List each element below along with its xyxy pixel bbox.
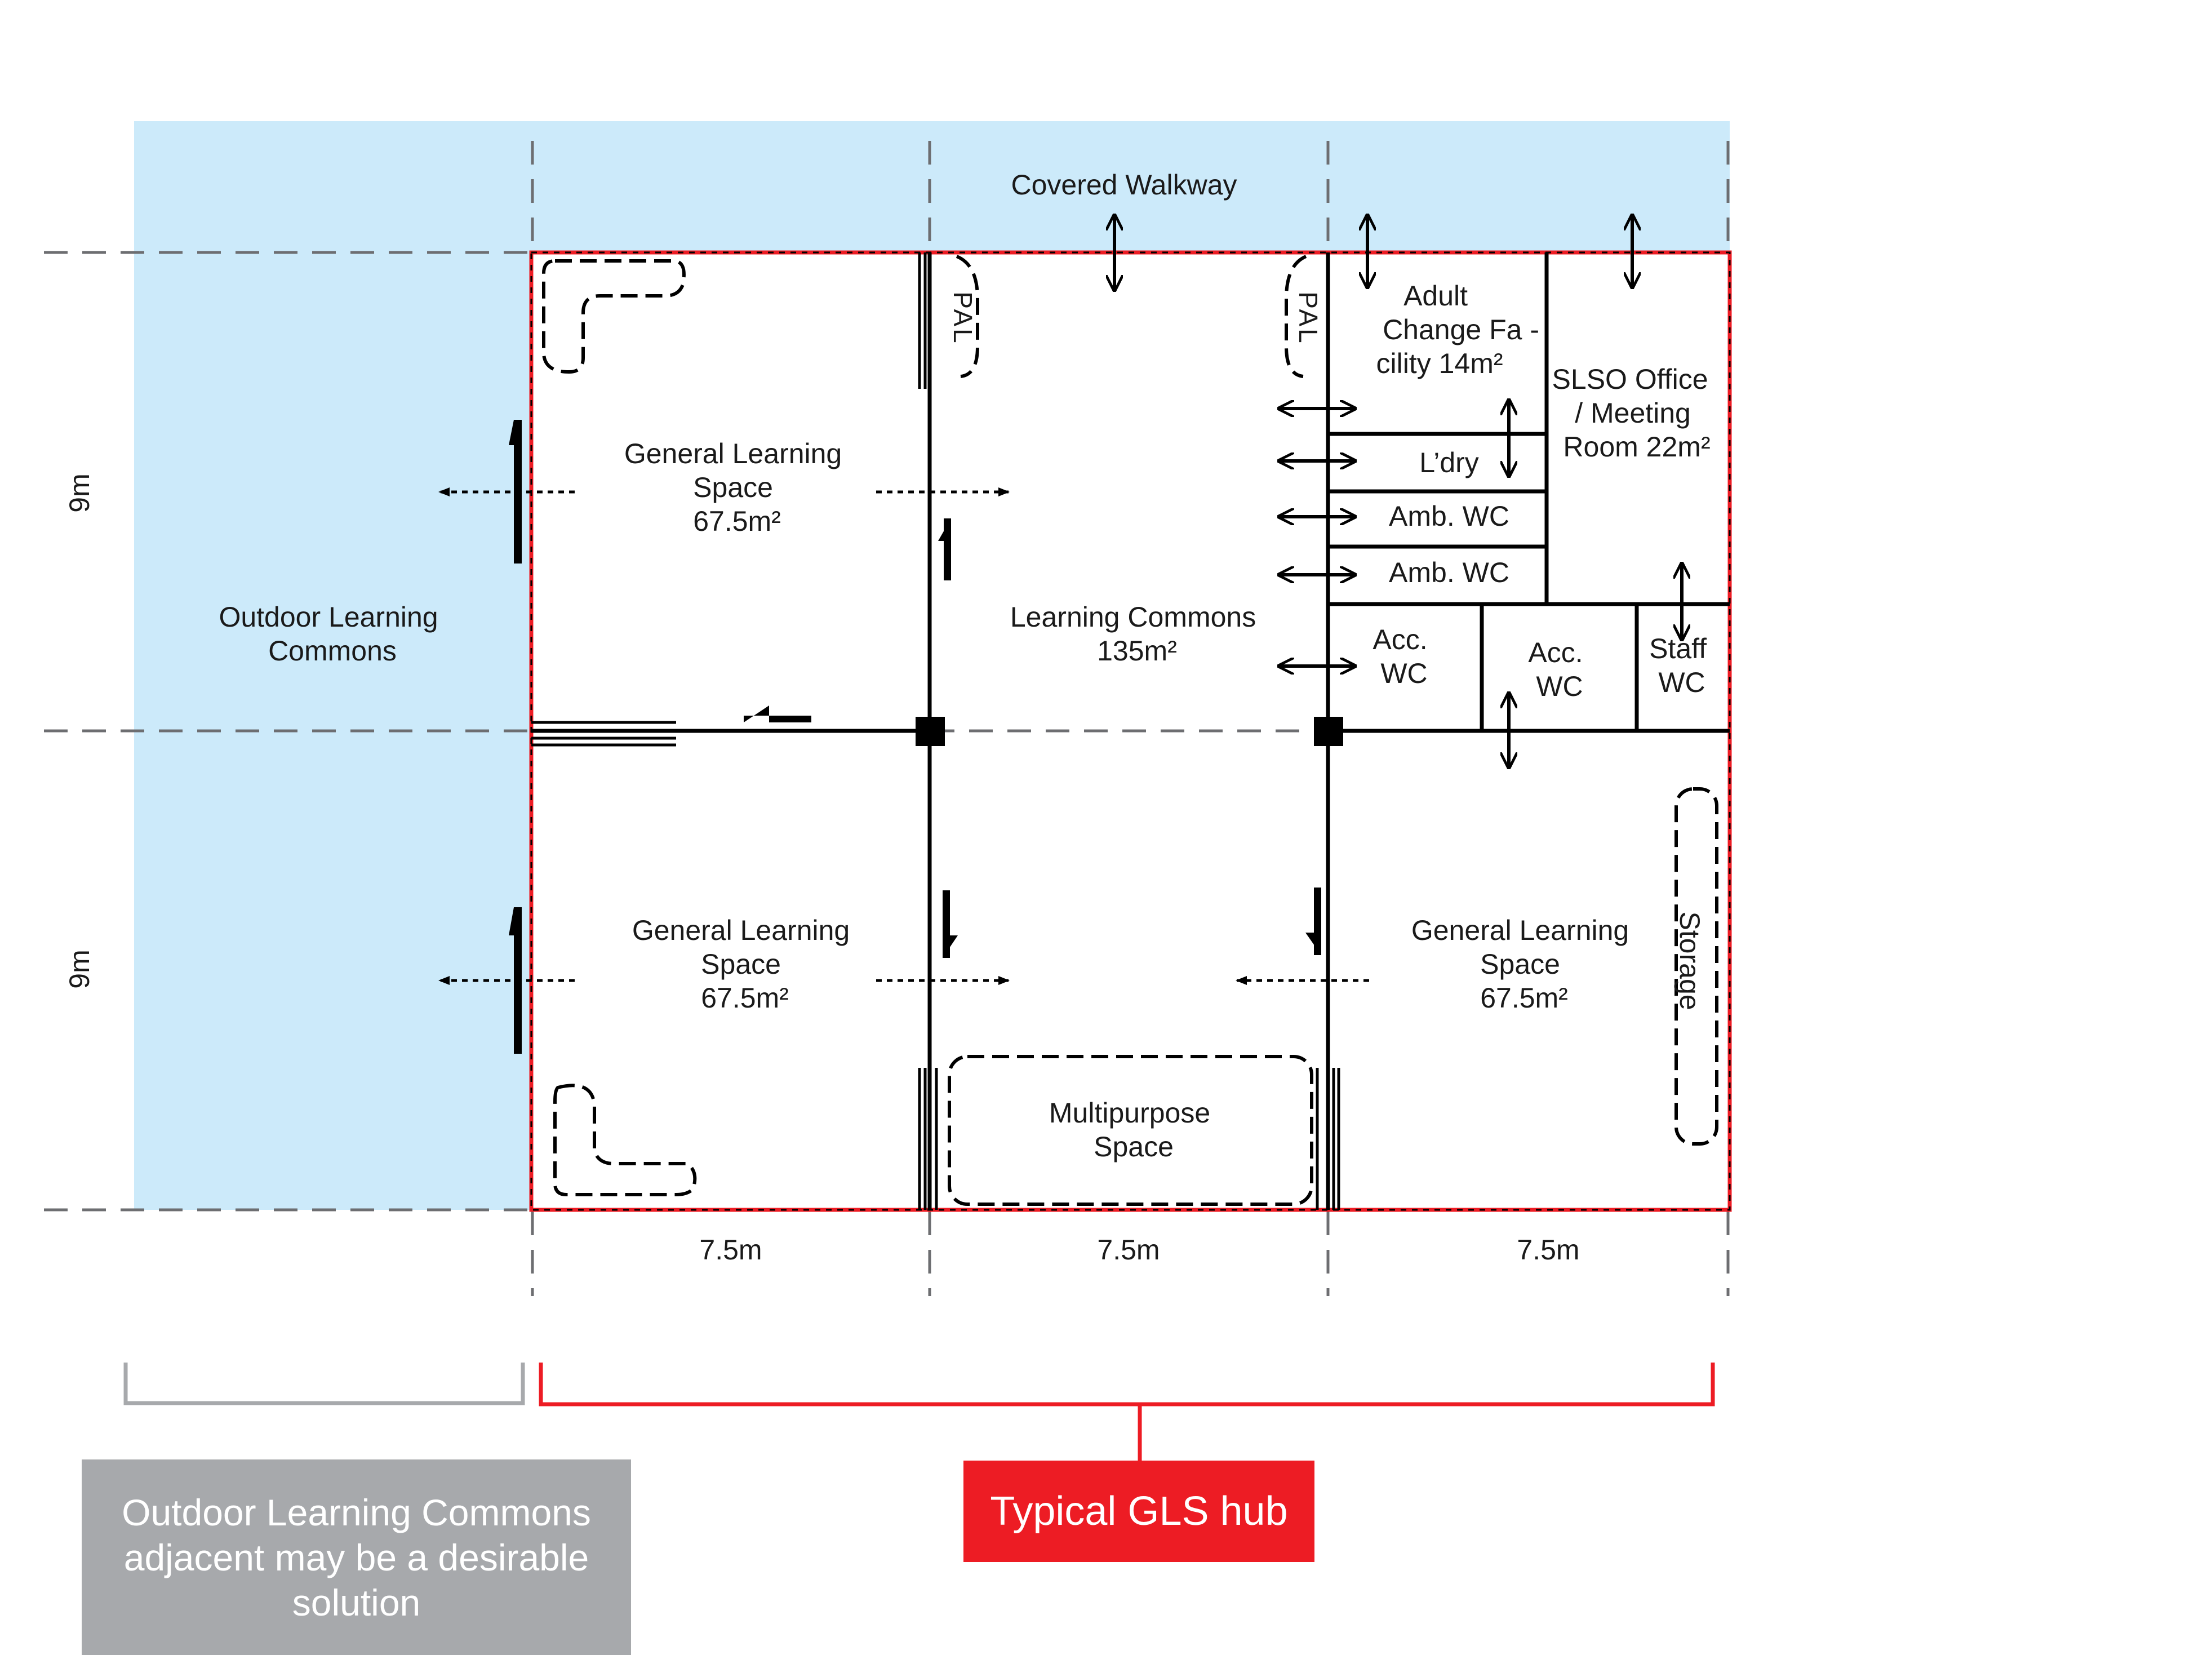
gls-bottom-left-label: General Learning Space 67.5m²: [632, 915, 858, 1014]
dimension-row-bottom: 9m: [64, 949, 95, 988]
covered-walkway-label: Covered Walkway: [1011, 169, 1237, 201]
outdoor-note-text: Outdoor Learning Commons adjacent may be…: [122, 1491, 591, 1623]
grid-lines: [44, 141, 1730, 1296]
storage-label: Storage: [1674, 911, 1705, 1010]
adult-change-label: Adult Change Fa - cility 14m²: [1376, 280, 1547, 379]
outdoor-area-fill: [134, 121, 1730, 1210]
column: [1314, 717, 1343, 746]
flow-arrows: [438, 487, 1369, 985]
dimension-col-1: 7.5m: [699, 1234, 762, 1266]
hub-label-text: Typical GLS hub: [990, 1489, 1288, 1534]
amb-wc-1-label: Amb. WC: [1389, 500, 1509, 532]
staff-wc-label: Staff WC: [1649, 633, 1714, 698]
learning-commons-label: Learning Commons 135m²: [1010, 601, 1264, 667]
hub-bracket: [539, 1363, 1715, 1461]
gls-bottom-right-label: General Learning Space 67.5m²: [1411, 915, 1637, 1014]
pal-right-label: PAL: [1294, 291, 1323, 345]
acc-wc-2-label: Acc. WC: [1528, 637, 1591, 702]
dimension-col-2: 7.5m: [1097, 1234, 1160, 1266]
slso-office-label: SLSO Office / Meeting Room 22m²: [1552, 363, 1716, 463]
sliding-doors: [509, 420, 1321, 1054]
outdoor-note-box: Outdoor Learning Commons adjacent may be…: [82, 1459, 631, 1655]
hub-label-box: Typical GLS hub: [963, 1461, 1314, 1562]
dimension-row-top: 9m: [64, 473, 95, 512]
access-arrows: [1114, 215, 1682, 767]
gls-top-left-label: General Learning Space 67.5m²: [624, 438, 850, 537]
column: [916, 717, 945, 746]
laundry-label: L’dry: [1419, 447, 1479, 478]
furniture-outlines: [542, 255, 1718, 1206]
operable-walls: [531, 252, 1340, 1210]
outdoor-bracket: [123, 1363, 525, 1405]
acc-wc-1-label: Acc. WC: [1372, 624, 1435, 689]
outdoor-commons-label: Outdoor Learning Commons: [219, 601, 446, 667]
pal-left-label: PAL: [948, 291, 978, 345]
multipurpose-label: Multipurpose Space: [1049, 1097, 1218, 1163]
amb-wc-2-label: Amb. WC: [1389, 557, 1509, 588]
dimension-col-3: 7.5m: [1517, 1234, 1579, 1266]
